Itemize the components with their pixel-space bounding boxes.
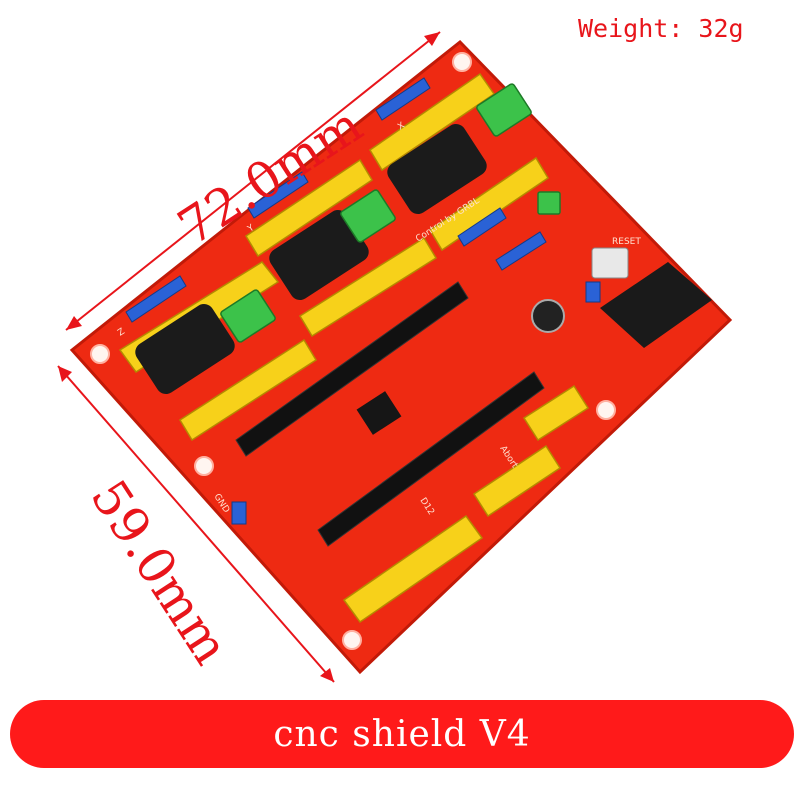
cnc-shield-board: Control by GRBL X Y Z RESET Abort D12 GN… <box>69 39 733 675</box>
capacitor <box>135 124 487 394</box>
svg-text:Y: Y <box>245 223 256 235</box>
reset-button-component <box>591 247 629 279</box>
power-jack <box>531 262 712 348</box>
svg-text:X: X <box>396 121 407 133</box>
product-name-banner: cnc shield V4 <box>10 700 794 768</box>
svg-text:Z: Z <box>116 327 127 339</box>
weight-label: Weight: 32g <box>578 14 744 43</box>
svg-text:RESET: RESET <box>612 237 641 247</box>
product-name: cnc shield V4 <box>273 713 531 755</box>
product-photo: Control by GRBL X Y Z RESET Abort D12 GN… <box>57 31 733 683</box>
dimension-arrow-width <box>65 31 441 331</box>
dimension-arrow-height <box>57 365 335 683</box>
